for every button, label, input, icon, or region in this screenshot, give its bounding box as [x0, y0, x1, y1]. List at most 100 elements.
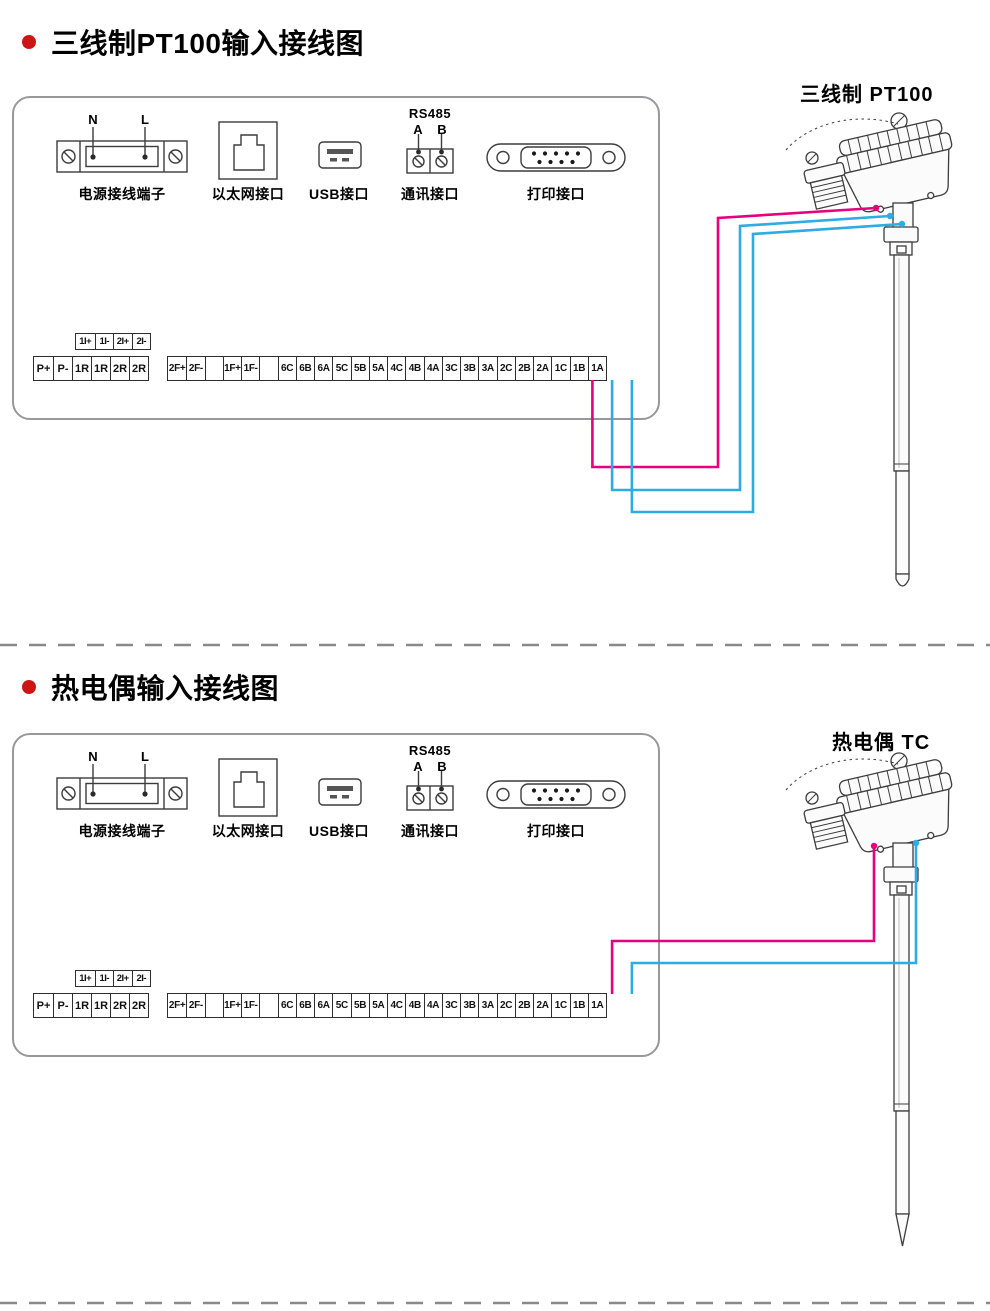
terminal-cell: 5A: [368, 357, 387, 380]
power-n-label: N: [88, 112, 98, 127]
terminal-cell: 5C: [332, 994, 350, 1017]
terminal-cell: 4B: [405, 994, 423, 1017]
terminal-cell: 5B: [350, 357, 369, 380]
terminal-cell: 1F+: [222, 357, 241, 380]
probe-tip-pointed: [895, 1213, 910, 1247]
probe-tip-round: [895, 573, 910, 587]
terminal-cell: 3B: [460, 994, 478, 1017]
rs485-b-label: B: [437, 759, 447, 774]
terminal-cell: 1I-: [94, 971, 114, 986]
terminal-cell: 4C: [387, 994, 405, 1017]
sensor1-label: 三线制 PT100: [800, 84, 934, 106]
terminal-cell: 6B: [295, 357, 314, 380]
terminal-cell: P+: [36, 362, 51, 375]
terminal-cell: 2R: [110, 357, 129, 380]
sensor2-label: 热电偶 TC: [832, 732, 931, 754]
terminal-cell: 2A: [533, 357, 551, 380]
terminal-cell: 3A: [478, 994, 496, 1017]
terminal-cell: 2I+: [113, 971, 132, 986]
section2-header: 热电偶输入接线图: [22, 667, 279, 707]
terminal-cell: 1F+: [222, 994, 241, 1017]
power-l-label: L: [141, 749, 149, 764]
terminal-cell: 3A: [478, 357, 496, 380]
terminal-cell: 2F-: [186, 357, 204, 380]
terminal-cell: 3B: [460, 357, 478, 380]
terminal-cell: 1B: [569, 357, 588, 380]
rs485-title: RS485: [408, 106, 452, 121]
section2-title: 热电偶输入接线图: [51, 673, 280, 704]
terminal-cell: P-: [53, 357, 72, 380]
terminal-cell: 1F-: [241, 994, 259, 1017]
terminal-cell: 2C: [496, 357, 515, 380]
power-l-label: L: [141, 112, 149, 127]
comm-port-label: 通讯接口: [401, 186, 459, 202]
terminal-cell: 2F+: [168, 363, 186, 374]
rs485-a-label: A: [413, 122, 423, 137]
terminal-cell: 4A: [423, 357, 442, 380]
comm-port-label: 通讯接口: [401, 823, 459, 839]
terminal-cell: 6C: [277, 994, 296, 1017]
terminal-cell: 2I+: [113, 334, 132, 349]
rs485-title: RS485: [408, 743, 452, 758]
terminal-cell: P+: [36, 999, 51, 1012]
terminal-cell: 6C: [277, 357, 296, 380]
terminal-cell: 1R: [91, 357, 110, 380]
terminal-cell: 1R: [91, 994, 110, 1017]
current-terminal-strip: 1I+1I-2I+2I-: [75, 970, 151, 987]
terminal-cell: [204, 357, 223, 380]
terminal-cell: 1I+: [79, 973, 92, 984]
terminal-cell: [259, 357, 277, 380]
rs485-b-label: B: [437, 122, 447, 137]
terminal-cell: 3C: [441, 994, 460, 1017]
terminal-cell: 5C: [332, 357, 350, 380]
wire-1a-cyan: [630, 222, 903, 514]
pt100-sensor-drawing: [785, 112, 964, 587]
ethernet-port-label: 以太网接口: [211, 823, 285, 839]
terminal-cell: 1C: [551, 994, 569, 1017]
terminal-cell: 1R: [72, 994, 91, 1017]
terminal-cell: 4C: [387, 357, 405, 380]
wire2-1a-cyan: [630, 843, 918, 994]
bullet-icon: [22, 35, 36, 49]
terminal-cell: 2I-: [131, 971, 151, 986]
terminal-cell: 5B: [350, 994, 369, 1017]
terminal-cell: 2R: [110, 994, 129, 1017]
terminal-cell: 2B: [514, 994, 533, 1017]
terminal-cell: 6A: [314, 357, 332, 380]
terminal-cell: 1A: [587, 994, 606, 1017]
terminal-cell: 2F-: [186, 994, 204, 1017]
printer-port-label: 打印接口: [527, 186, 585, 202]
terminal-cell: 1R: [72, 357, 91, 380]
printer-port-label: 打印接口: [527, 823, 585, 839]
bullet-icon: [22, 680, 36, 694]
terminal-cell: 3C: [441, 357, 460, 380]
rs485-a-label: A: [413, 759, 423, 774]
tc-sensor-drawing: [785, 752, 964, 1247]
power-terminal-label: 电源接线端子: [78, 186, 166, 202]
terminal-cell: [204, 994, 223, 1017]
terminal-cell: 2C: [496, 994, 515, 1017]
usb-port-label: USB接口: [308, 823, 370, 839]
recorder-panel-1: N L 电源接线端子 以太网接口 USB接口 RS485 A B 通讯接口 打印…: [12, 96, 660, 420]
terminal-cell: 1C: [551, 357, 569, 380]
terminal-cell: 2R: [129, 357, 148, 380]
terminal-cell: 5A: [368, 994, 387, 1017]
terminal-cell: 1I+: [79, 336, 92, 347]
terminal-cell: 2F+: [168, 1000, 186, 1011]
terminal-cell: [259, 994, 277, 1017]
terminal-cell: 1B: [569, 994, 588, 1017]
current-terminal-strip: 1I+1I-2I+2I-: [75, 333, 151, 350]
terminal-cell: 4B: [405, 357, 423, 380]
terminal-cell: 2I-: [131, 334, 151, 349]
terminal-cell: 2R: [129, 994, 148, 1017]
section1-header: 三线制PT100输入接线图: [22, 22, 364, 62]
power-terminal-label: 电源接线端子: [78, 823, 166, 839]
section1-title: 三线制PT100输入接线图: [51, 28, 364, 59]
terminal-cell: 2A: [533, 994, 551, 1017]
terminal-cell: 1F-: [241, 357, 259, 380]
power-n-label: N: [88, 749, 98, 764]
